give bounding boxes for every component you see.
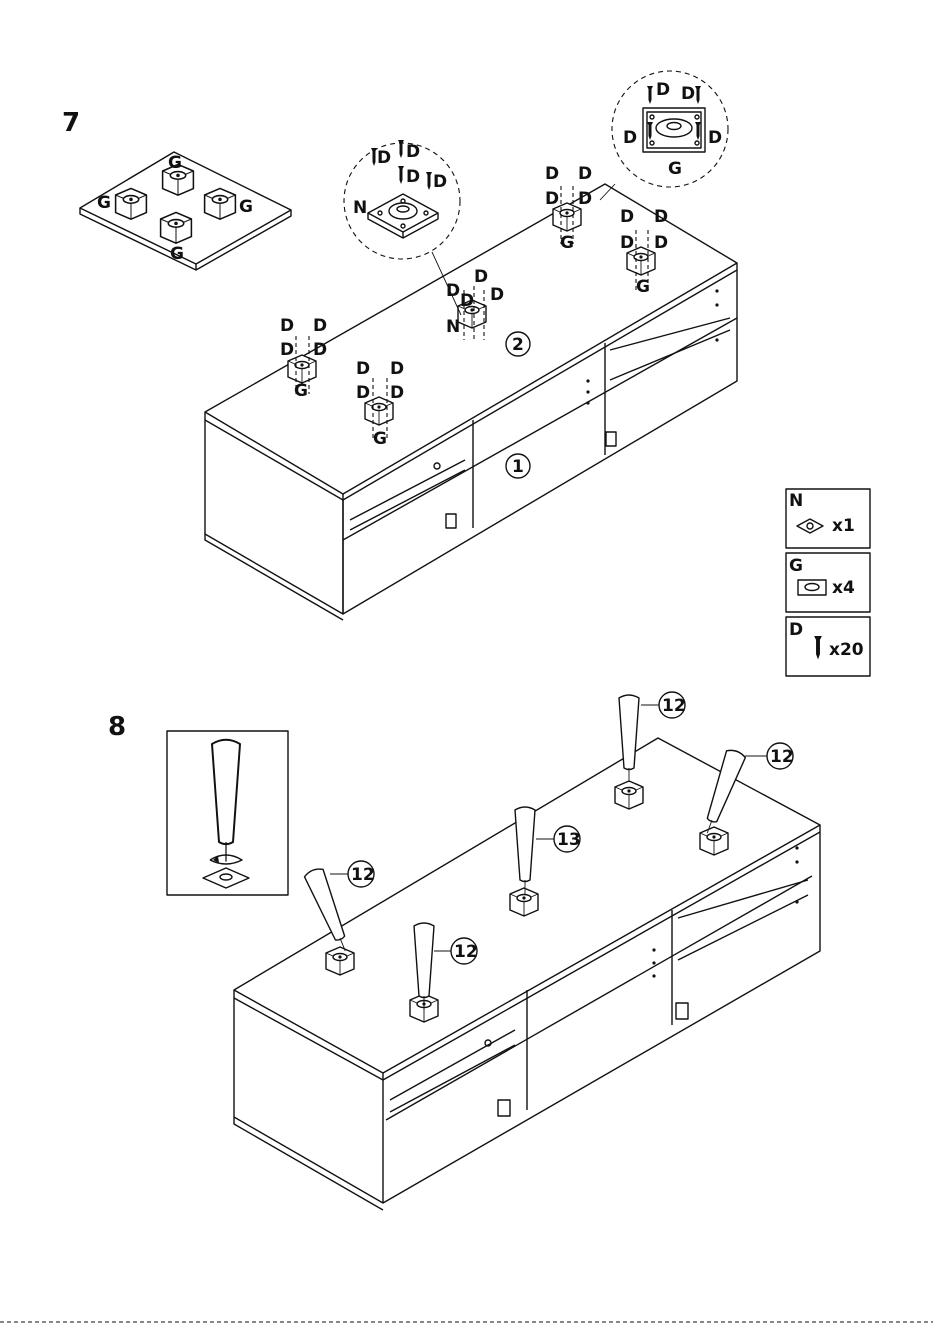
label-g: G bbox=[668, 159, 682, 179]
label-d: D bbox=[313, 340, 327, 360]
label-d: D bbox=[474, 267, 488, 287]
label-d: D bbox=[545, 164, 559, 184]
label-d: D bbox=[280, 340, 294, 360]
label-g: G bbox=[168, 153, 182, 173]
mounting-plate-icon bbox=[161, 212, 192, 243]
label-d: D bbox=[708, 128, 722, 148]
label-d: D bbox=[460, 291, 474, 311]
mounting-plate-icon bbox=[326, 947, 354, 975]
label-d: D bbox=[390, 359, 404, 379]
label-d: D bbox=[406, 142, 420, 162]
leg-detail-box bbox=[167, 731, 288, 895]
mounting-plate-icon bbox=[510, 888, 538, 916]
parts-letter: D bbox=[789, 620, 803, 640]
label-d: D bbox=[406, 167, 420, 187]
screw-icon bbox=[426, 172, 432, 190]
part-number-12: 12 bbox=[351, 865, 375, 885]
label-d: D bbox=[490, 285, 504, 305]
label-d: D bbox=[681, 84, 695, 104]
step-number-8: 8 bbox=[108, 712, 126, 742]
label-g: G bbox=[294, 381, 308, 401]
label-d: D bbox=[356, 359, 370, 379]
label-g: G bbox=[97, 193, 111, 213]
parts-quantity: x20 bbox=[829, 640, 864, 660]
board-overview-illustration bbox=[80, 152, 291, 270]
label-d: D bbox=[578, 189, 592, 209]
label-d: D bbox=[545, 189, 559, 209]
mounting-plate-icon bbox=[205, 188, 236, 219]
label-d: D bbox=[390, 383, 404, 403]
label-g: G bbox=[170, 244, 184, 264]
mounting-plate-icon bbox=[116, 188, 147, 219]
label-d: D bbox=[654, 233, 668, 253]
parts-quantity: x4 bbox=[832, 578, 855, 598]
part-number-12: 12 bbox=[770, 747, 794, 767]
parts-letter: G bbox=[789, 556, 803, 576]
label-d: D bbox=[656, 80, 670, 100]
part-number-12: 12 bbox=[454, 942, 478, 962]
part-number-13: 13 bbox=[557, 830, 581, 850]
label-d: D bbox=[433, 172, 447, 192]
label-d: D bbox=[377, 148, 391, 168]
label-n: N bbox=[446, 317, 460, 337]
screw-icon bbox=[647, 86, 653, 104]
label-d: D bbox=[356, 383, 370, 403]
label-n: N bbox=[353, 198, 367, 218]
screw-icon bbox=[695, 86, 701, 104]
label-d: D bbox=[280, 316, 294, 336]
part-number-2: 2 bbox=[512, 335, 524, 355]
part-number-12: 12 bbox=[662, 696, 686, 716]
leg-mounting-plate-icon bbox=[798, 580, 826, 595]
screw-icon bbox=[398, 166, 404, 184]
label-g: G bbox=[239, 197, 253, 217]
parts-letter: N bbox=[789, 491, 803, 511]
label-d: D bbox=[578, 164, 592, 184]
part-number-1: 1 bbox=[512, 457, 524, 477]
label-d: D bbox=[623, 128, 637, 148]
label-g: G bbox=[373, 429, 387, 449]
step-number-7: 7 bbox=[62, 108, 80, 138]
label-g: G bbox=[636, 277, 650, 297]
label-d: D bbox=[654, 207, 668, 227]
parts-quantity: x1 bbox=[832, 516, 855, 536]
label-g: G bbox=[560, 233, 574, 253]
mounting-plate-icon bbox=[615, 781, 643, 809]
label-d: D bbox=[313, 316, 327, 336]
label-d: D bbox=[620, 233, 634, 253]
mounting-plate-icon bbox=[700, 827, 728, 855]
label-d: D bbox=[620, 207, 634, 227]
